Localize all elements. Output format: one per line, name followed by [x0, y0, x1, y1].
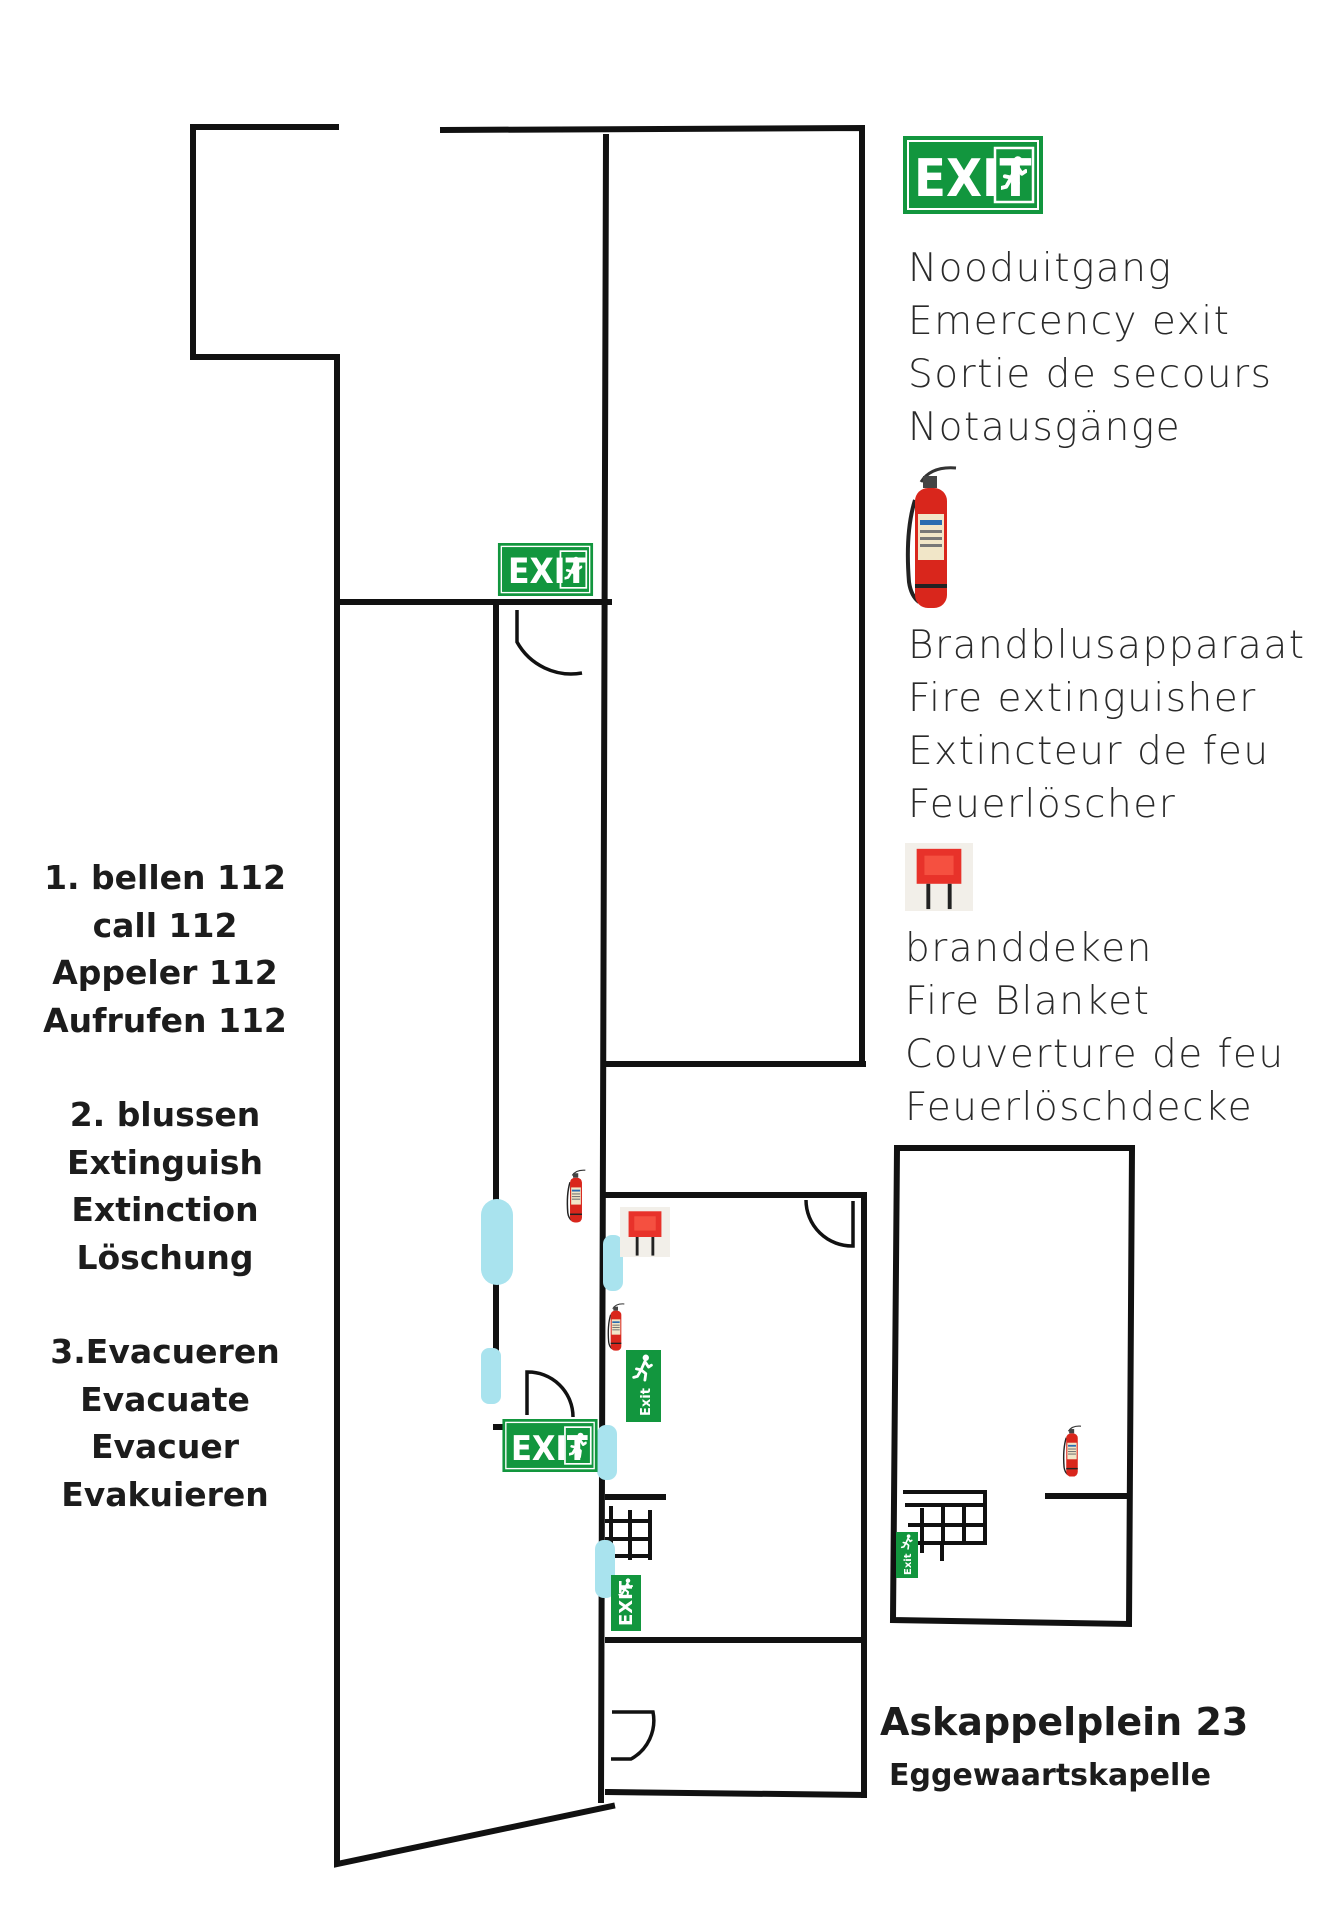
exit-sign-vertical-3-label: Exit: [903, 1553, 914, 1575]
legend-extinguisher-line: Extincteur de feu: [908, 729, 1270, 774]
legend-extinguisher-line: Feuerlöscher: [908, 782, 1177, 827]
legend-blanket-line: Feuerlöschdecke: [905, 1085, 1254, 1130]
exit-sign-top: EXIT: [498, 543, 593, 596]
legend-fire-blanket: branddeken Fire Blanket Couverture de fe…: [905, 922, 1285, 1134]
exit-sign-vertical-1-label: Exit: [639, 1388, 654, 1416]
exit-sign-middle-label: EXIT: [511, 1429, 588, 1469]
doors: [515, 610, 855, 1761]
legend-blanket-line: Fire Blanket: [905, 979, 1151, 1024]
instruction-line: Evakuieren: [61, 1474, 269, 1514]
legend-extinguisher-line: Brandblusapparaat: [908, 623, 1306, 668]
extinguisher-marker-2: [607, 1303, 626, 1352]
instruction-line: Extinguish: [67, 1142, 263, 1182]
instruction-line: 2. blussen: [69, 1095, 261, 1134]
instruction-line: 3.Evacueren: [50, 1332, 280, 1371]
extinguisher-marker-1: [566, 1169, 587, 1224]
legend-exit-icon: EXIT: [903, 136, 1043, 214]
emergency-instructions: 1. bellen 112 call 112 Appeler 112 Aufru…: [0, 854, 330, 1518]
address-street: Askappelplein 23: [880, 1700, 1249, 1744]
exit-sign-top-label: EXIT: [508, 552, 588, 592]
legend-exit-label: EXIT: [914, 149, 1031, 209]
instruction-line: Evacuer: [90, 1427, 240, 1466]
legend-emergency-exit: Nooduitgang Emercency exit Sortie de sec…: [908, 242, 1273, 454]
address-town: Eggewaartskapelle: [889, 1758, 1211, 1793]
instruction-line: Löschung: [76, 1237, 254, 1277]
windows: [481, 1199, 623, 1598]
exit-sign-vertical-1: Exit: [626, 1350, 661, 1422]
stairs-right: [903, 1490, 987, 1561]
exit-sign-vertical-3: Exit: [896, 1532, 918, 1578]
instruction-line: Extinction: [71, 1190, 259, 1229]
legend-extinguisher-icon: [908, 468, 956, 608]
exit-sign-vertical-2-label: EXIT: [616, 1580, 637, 1626]
legend-blanket-line: Couverture de feu: [905, 1032, 1285, 1077]
exit-sign-middle: EXIT: [502, 1419, 597, 1472]
instruction-line: Aufrufen 112: [43, 1000, 287, 1040]
extinguisher-marker-3: [1062, 1425, 1082, 1478]
instruction-line: call 112: [92, 905, 238, 945]
legend-fire-extinguisher: Brandblusapparaat Fire extinguisher Exti…: [908, 619, 1306, 831]
legend-exit-line: Notausgänge: [908, 405, 1182, 450]
legend-blanket-icon: [905, 843, 973, 911]
legend-exit-line: Sortie de secours: [908, 352, 1273, 397]
exit-sign-vertical-2: EXIT: [611, 1575, 641, 1631]
legend-extinguisher-line: Fire extinguisher: [908, 676, 1257, 721]
blanket-marker: [620, 1207, 670, 1257]
legend-blanket-line: branddeken: [905, 926, 1153, 971]
instruction-line: 1. bellen 112: [44, 858, 286, 897]
legend-exit-line: Nooduitgang: [908, 246, 1173, 291]
instruction-line: Evacuate: [80, 1379, 250, 1419]
instruction-line: Appeler 112: [52, 953, 278, 992]
legend-exit-line: Emercency exit: [908, 299, 1231, 344]
